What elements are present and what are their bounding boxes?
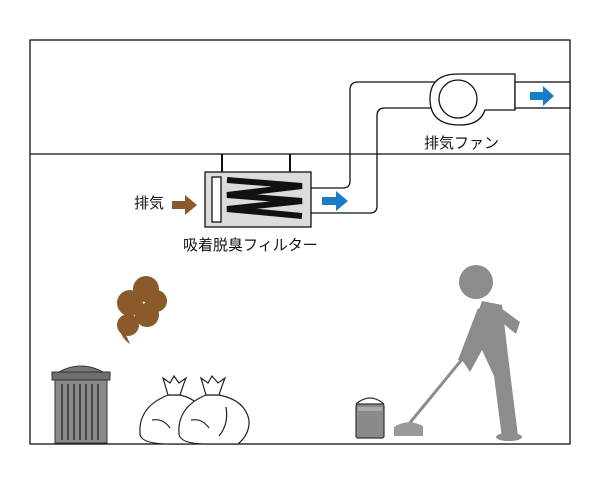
exhaust-label: 排気 xyxy=(134,194,165,212)
filter-hangers xyxy=(221,154,291,172)
mop-bucket-icon xyxy=(355,397,385,439)
garbage-bag-icon xyxy=(178,374,250,445)
filter-pleats xyxy=(226,177,303,219)
flow-arrow-duct xyxy=(322,191,348,211)
exhaust-in-arrow xyxy=(172,195,197,215)
cleaning-person-icon xyxy=(394,265,522,441)
fan-label: 排気ファン xyxy=(424,134,500,152)
filter-label: 吸着脱臭フィルター xyxy=(183,236,318,254)
exhaust-fan xyxy=(429,73,571,126)
exhaust-duct xyxy=(311,81,435,214)
room-outline xyxy=(29,39,571,445)
trash-can-icon xyxy=(51,365,111,444)
odor-cloud-icon xyxy=(117,276,167,344)
flow-arrow-outlet xyxy=(530,86,554,106)
deodorizing-filter xyxy=(204,171,312,228)
